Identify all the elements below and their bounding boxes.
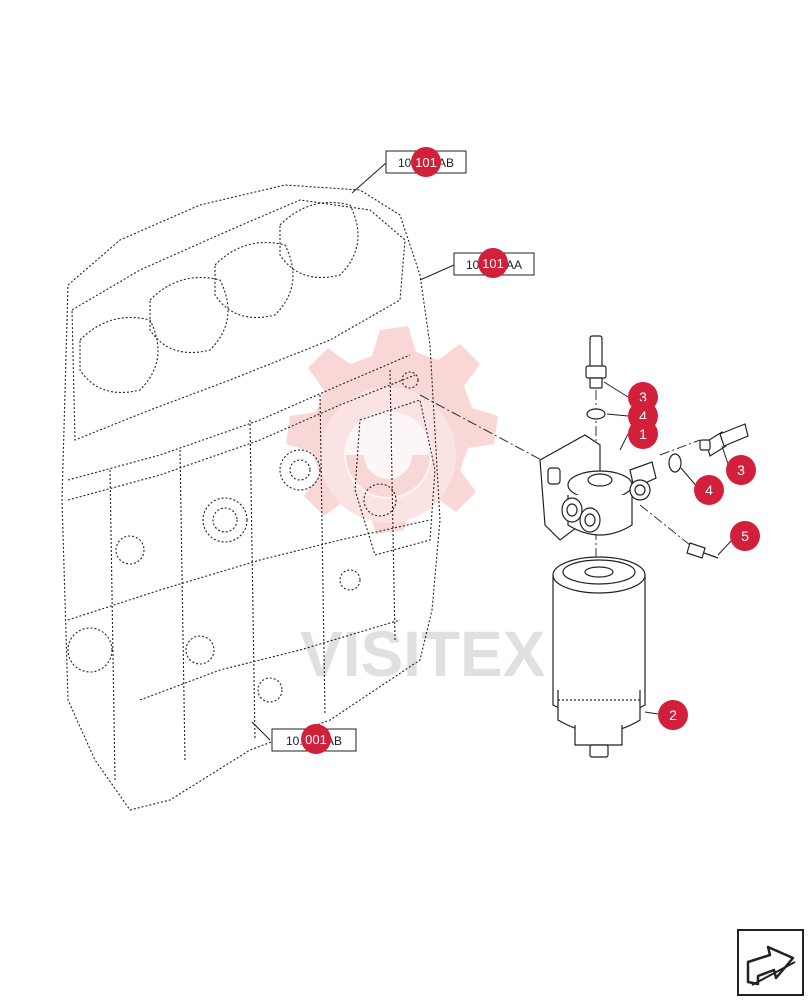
watermark-text: VISITEX: [300, 618, 546, 690]
engine-block: [61, 184, 441, 811]
callout-4-side[interactable]: 4: [694, 475, 724, 505]
sealing-washer-top: [586, 408, 606, 420]
fitting-side: [699, 423, 749, 457]
callout-1-label: 1: [639, 426, 647, 442]
callout-2[interactable]: 2: [658, 700, 688, 730]
next-page-arrow-icon[interactable]: [737, 929, 804, 996]
reference-badge-top: 101: [415, 155, 437, 170]
reference-badge-mid: 101: [482, 256, 504, 271]
fuel-filter-cartridge: [552, 556, 646, 758]
callout-3-top-label: 3: [639, 389, 647, 405]
callout-3-side-label: 3: [737, 462, 745, 478]
watermark-gear-icon: [286, 326, 498, 534]
callout-5-label: 5: [741, 528, 749, 544]
callout-1[interactable]: 1: [628, 419, 658, 449]
callout-3-side[interactable]: 3: [726, 455, 756, 485]
reference-box-mid[interactable]: 10.101.AA 101: [453, 248, 535, 278]
callout-4-side-label: 4: [705, 482, 713, 498]
callout-2-label: 2: [669, 707, 677, 723]
reference-box-bottom[interactable]: 10.001.AB 001: [271, 724, 357, 754]
filter-head: [539, 434, 657, 541]
reference-badge-bottom: 001: [305, 732, 327, 747]
mounting-bolt: [686, 542, 719, 559]
reference-box-top[interactable]: 10.101.AB 101: [385, 147, 467, 177]
sealing-washer-side: [668, 453, 682, 473]
callout-4-top-label: 4: [639, 408, 647, 424]
callout-5[interactable]: 5: [730, 521, 760, 551]
banjo-bolt-top: [585, 335, 607, 389]
